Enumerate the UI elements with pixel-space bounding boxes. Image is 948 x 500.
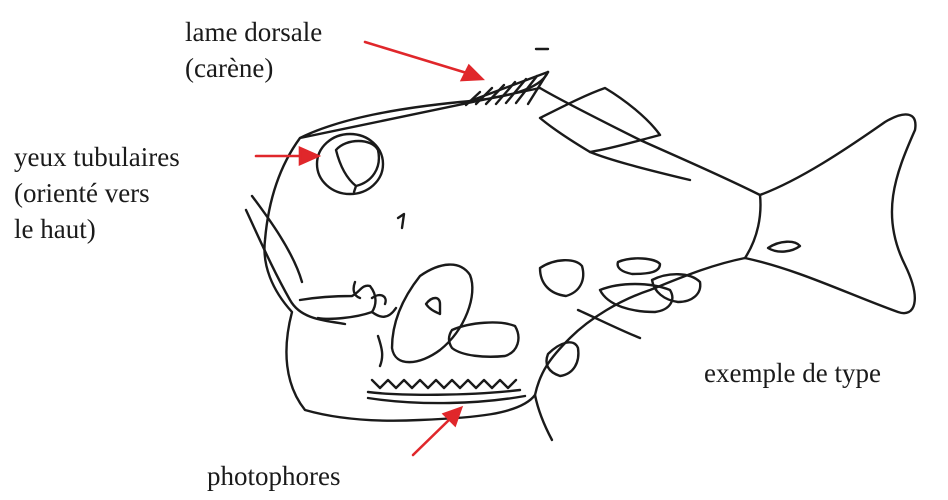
pectoral-fin-mark <box>426 298 440 314</box>
eye-lower-tick <box>354 186 356 192</box>
photophore-patch <box>540 260 583 296</box>
mouth-line <box>300 286 376 312</box>
label-photophores: photophores <box>207 458 340 494</box>
jaw-detail <box>318 308 396 319</box>
photophore-patch <box>618 258 660 274</box>
label-type-example: exemple de type <box>704 355 881 391</box>
tail-inner-mark <box>768 242 800 252</box>
label-dorsal-blade-line2: (carène) <box>185 50 322 86</box>
label-dorsal-blade-line1: lame dorsale <box>185 14 322 50</box>
label-photophores-text: photophores <box>207 458 340 494</box>
throat-line <box>378 336 382 366</box>
photophore-row <box>372 380 516 388</box>
label-tubular-eyes-line1: yeux tubulaires <box>14 139 180 175</box>
lower-jaw <box>246 196 345 324</box>
tubular-eye-inner <box>336 141 379 186</box>
arrow-dorsal-head <box>462 66 482 80</box>
arrow-eye-head <box>300 148 318 164</box>
label-tubular-eyes-line3: le haut) <box>14 211 180 247</box>
label-type-example-text: exemple de type <box>704 355 881 391</box>
anal-spine <box>535 395 552 440</box>
belly-line <box>368 390 525 403</box>
label-dorsal-blade: lame dorsale (carène) <box>185 14 322 86</box>
arrow-photophore-line <box>413 418 451 455</box>
label-tubular-eyes-line2: (orienté vers <box>14 175 180 211</box>
tail-peduncle-line <box>745 195 760 258</box>
label-tubular-eyes: yeux tubulaires (orienté vers le haut) <box>14 139 180 247</box>
photophore-patch <box>449 323 518 357</box>
head-mark <box>398 214 404 228</box>
pectoral-fin <box>392 265 472 363</box>
arrow-dorsal-line <box>365 42 470 74</box>
